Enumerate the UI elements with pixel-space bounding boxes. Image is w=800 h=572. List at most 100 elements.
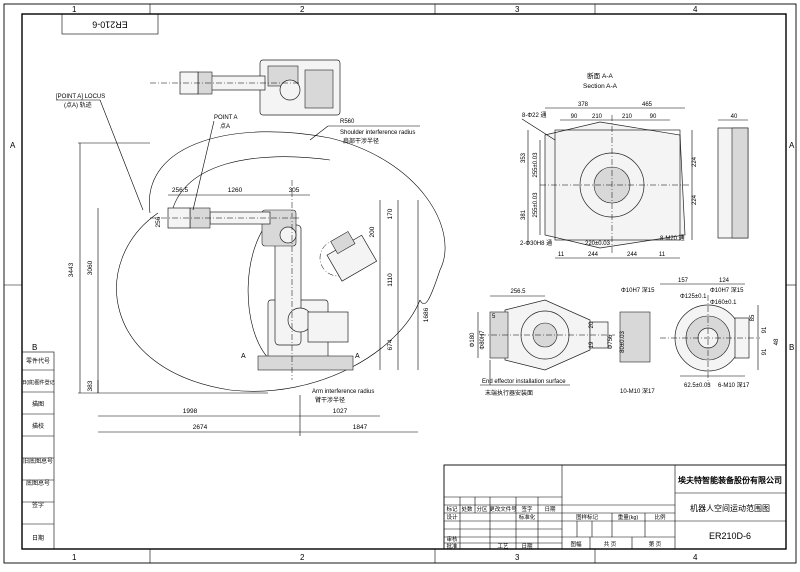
dim-224-a: 224: [692, 156, 698, 167]
dim-1847: 1847: [353, 424, 368, 431]
dim-244-a: 244: [588, 252, 599, 258]
dim-255-a: 255±0.03: [533, 152, 539, 178]
end-effector-label-cn: 末端执行器安装面: [485, 389, 533, 397]
zone-col-1-bottom: 1: [72, 553, 77, 562]
dim-8-phi22: 8-Φ22 通: [522, 111, 546, 119]
flange-side-view: [480, 299, 615, 371]
dim-1260: 1260: [228, 187, 243, 194]
dim-8-m20: 8-M20 通: [660, 234, 685, 242]
section-mark-right: A: [355, 353, 360, 360]
left-table-cell-7: 签字: [32, 501, 44, 509]
point-a-label-cn: 点A: [220, 122, 230, 130]
dim-220: 220±0.03: [585, 241, 611, 247]
dim-305: 305: [289, 187, 300, 194]
dim-1027: 1027: [333, 408, 348, 415]
left-table-cell-3: 描图: [32, 400, 44, 408]
shoulder-radius-value: R560: [340, 119, 355, 125]
sheets-total-label: 共 页: [604, 540, 617, 548]
left-table: 零件代号 旧(底)图件登记 描图 描校 旧底图总号 底图总号 签字 日期: [21, 351, 55, 550]
dim-phi10h7-b: Φ10H7 深15: [710, 286, 744, 294]
dim-flange-20: 20: [589, 321, 595, 328]
zone-col-4-top: 4: [693, 5, 698, 14]
main-dimensions: 3443 3060 383 256.5 1260 305 256 170 200…: [68, 142, 430, 436]
dim-353: 353: [521, 152, 527, 163]
dim-flange-256-5: 256.5: [510, 289, 526, 295]
point-a-label: POINT A: [214, 115, 238, 121]
stage-mark-label: 图样标记: [576, 513, 599, 521]
dim-91-a: 91: [762, 326, 768, 333]
zone-col-3-top: 3: [515, 5, 520, 14]
zone-row-a-left: A: [10, 141, 16, 150]
shoulder-interference-label: Shoulder interference radius: [340, 130, 415, 136]
main-labels: [POINT A] LOCUS (点A) 轨迹 POINT A 点A R560 …: [56, 94, 420, 404]
dim-674: 674: [387, 339, 394, 350]
dim-11-a: 11: [558, 252, 565, 258]
dim-90-b: 90: [650, 114, 657, 120]
header-mark: 标记: [446, 505, 458, 513]
dim-62-5: 62.5±0.03: [684, 383, 711, 389]
dim-3060: 3060: [87, 260, 94, 275]
border-frame: [3, 3, 797, 564]
zone-col-4-bottom: 4: [693, 553, 698, 562]
dim-378: 378: [578, 102, 589, 108]
dim-2674: 2674: [193, 424, 208, 431]
date-label: 日期: [521, 543, 533, 550]
dim-3443: 3443: [68, 262, 75, 277]
dim-170: 170: [387, 208, 394, 219]
weight-label: 重量(kg): [618, 513, 639, 521]
zone-col-3-bottom: 3: [515, 553, 520, 562]
header-sign: 签字: [521, 505, 533, 513]
drawing-no-rotated: ER210-6: [92, 20, 128, 30]
zone-row-a-right: A: [789, 141, 795, 150]
dim-256: 256: [155, 216, 162, 227]
dim-210-b: 210: [622, 114, 633, 120]
section-dimensions: 378 465 90 210 210 90 8-Φ22 通 353 255±0.…: [520, 102, 748, 259]
header-change-file: 更改文件号: [489, 505, 517, 513]
header-zone: 分区: [476, 505, 488, 513]
left-table-cell-1: 零件代号: [26, 357, 50, 365]
zone-col-2-top: 2: [300, 5, 305, 14]
dim-flange-19: 19: [589, 341, 595, 348]
dim-256-5: 256.5: [172, 187, 189, 194]
arm-interference-label-cn: 臂干涉半径: [315, 396, 345, 404]
zone-row-b-left: B: [32, 343, 37, 352]
dim-48: 48: [774, 338, 780, 345]
shoulder-interference-label-cn: 肩部干涉半径: [343, 137, 379, 145]
flange-end-view: [619, 295, 760, 385]
dim-465: 465: [642, 102, 653, 108]
dim-1686: 1686: [423, 307, 430, 322]
dim-phi125: Φ125±0.1: [680, 294, 707, 300]
review-label: 审核: [446, 535, 458, 543]
dim-157: 157: [678, 278, 689, 284]
dim-383: 383: [87, 380, 94, 391]
dim-40: 40: [731, 114, 738, 120]
point-a-locus-label: [POINT A] LOCUS: [56, 94, 105, 100]
section-aa-view: 断面 A-A Section A-A: [540, 71, 749, 255]
dim-85: 85: [750, 314, 756, 321]
zone-col-2-bottom: 2: [300, 553, 305, 562]
dim-10-m10: 10-M10 深17: [620, 387, 655, 395]
zone-col-1-top: 1: [72, 5, 77, 14]
point-a-locus-label-cn: (点A) 轨迹: [64, 101, 92, 109]
dim-224-b: 224: [692, 194, 698, 205]
dim-200: 200: [369, 226, 376, 237]
dim-80-tol: 80±0.03: [620, 331, 626, 353]
dim-124: 124: [719, 278, 730, 284]
zone-labels: 1 2 3 4 1 2 3 4 A A B B: [10, 5, 795, 562]
left-table-cell-8: 日期: [32, 534, 44, 542]
left-table-cell-5: 旧底图总号: [23, 457, 53, 465]
dim-flange-5: 5: [492, 314, 496, 320]
dim-210-a: 210: [592, 114, 603, 120]
dim-phi160: Φ160±0.1: [710, 300, 737, 306]
dim-phi80h7: Φ80H7: [480, 330, 486, 350]
dim-1110: 1110: [387, 273, 394, 287]
dim-90-a: 90: [571, 114, 578, 120]
sheet-no-label: 第 页: [649, 540, 662, 548]
standardize-label: 标准化: [519, 513, 536, 521]
dim-11-b: 11: [659, 252, 666, 258]
left-table-cell-4: 描校: [32, 422, 44, 430]
dim-6-m10: 6-M10 深17: [718, 381, 750, 389]
title-block: [443, 464, 787, 550]
